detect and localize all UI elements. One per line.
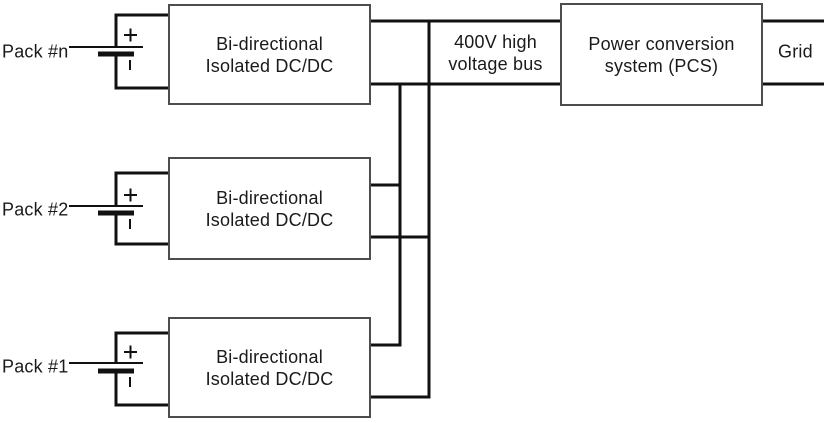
bus-vertical-line-b	[369, 84, 402, 347]
pack-label-2: Pack #2	[2, 199, 69, 220]
battery-wire-negative	[114, 371, 170, 407]
battery-wire-positive	[114, 171, 170, 206]
converter-label-line2: Isolated DC/DC	[205, 55, 334, 76]
battery-plus-icon	[124, 188, 137, 202]
bus-label: 400V high voltage bus	[432, 21, 559, 84]
battery-icon-pack-2	[69, 171, 170, 246]
pcs-box: Power conversion system (PCS)	[560, 3, 763, 106]
converter-box-pack-1: Bi-directional Isolated DC/DC	[168, 317, 371, 418]
converter-label-line1: Bi-directional	[216, 33, 323, 54]
converter-label-line2: Isolated DC/DC	[205, 368, 334, 389]
converter-label-line1: Bi-directional	[216, 346, 323, 367]
converter-box-pack-n: Bi-directional Isolated DC/DC	[168, 4, 371, 105]
pack-label-n: Pack #n	[2, 41, 69, 62]
battery-plus-icon	[124, 345, 137, 359]
converter-label-line1: Bi-directional	[216, 187, 323, 208]
battery-icon-pack-1	[69, 331, 170, 407]
converter-label-line2: Isolated DC/DC	[205, 209, 334, 230]
pcs-label-line2: system (PCS)	[604, 55, 719, 76]
bus-label-line2: voltage bus	[448, 53, 543, 74]
pcs-label-line1: Power conversion	[588, 33, 735, 54]
battery-wire-positive	[114, 13, 170, 47]
battery-wire-positive	[114, 331, 170, 363]
battery-plus-icon	[124, 28, 137, 42]
grid-label: Grid	[778, 41, 813, 62]
bus-vertical-line-a	[369, 21, 431, 399]
dc-bus-wiring	[369, 19, 562, 399]
battery-wire-negative	[114, 213, 170, 246]
bus-label-line1: 400V high	[454, 31, 537, 52]
pack-label-1: Pack #1	[2, 356, 69, 377]
converter-box-pack-2: Bi-directional Isolated DC/DC	[168, 157, 371, 260]
grid-wiring	[762, 19, 824, 86]
battery-icon-pack-n	[69, 13, 170, 90]
battery-wire-negative	[114, 54, 170, 90]
